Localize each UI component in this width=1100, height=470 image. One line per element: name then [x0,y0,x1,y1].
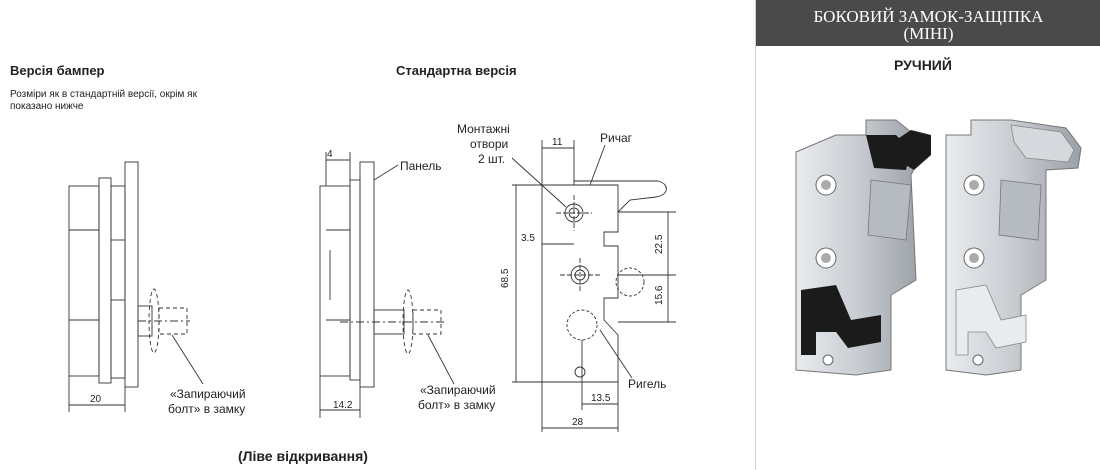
product-title-line1: БОКОВИЙ ЗАМОК-ЗАЩІПКА [813,7,1044,26]
bumper-note-line2: показано нижче [10,101,84,112]
dim-panel-offset: 4 [327,149,333,160]
dim-height: 68.5 [500,268,511,288]
standard-version-title: Стандартна версія [396,63,517,78]
drawings-svg: 20 14.2 4 11 3.5 68.5 22.5 15.6 13.5 28 … [68,122,676,432]
bolt-part-label: Ригель [628,377,666,391]
bumper-side-view [68,161,204,412]
product-panel: БОКОВИЙ ЗАМОК-ЗАЩІПКА (МІНІ) РУЧНИЙ [755,0,1100,470]
product-title-box: БОКОВИЙ ЗАМОК-ЗАЩІПКА (МІНІ) [756,0,1100,46]
mount-label-line2: отвори [470,137,508,151]
bumper-bolt-label-line2: болт» в замку [168,402,245,416]
product-subtitle: РУЧНИЙ [894,57,952,73]
bumper-bolt-label-line1: «Запираючий [170,387,246,401]
technical-drawing-panel: Версія бампер Розміри як в стандартній в… [10,63,676,464]
bumper-latch-image [795,119,931,376]
dim-lower-gap: 15.6 [654,285,665,305]
mount-label-line1: Монтажні [457,122,510,136]
bumper-version-title: Версія бампер [10,63,105,78]
product-photo [795,119,1082,376]
front-view [511,140,676,432]
standard-latch-image [945,119,1082,376]
dim-total-width: 28 [572,417,584,428]
panel-label: Панель [400,159,441,173]
standard-bolt-label-line1: «Запираючий [420,383,496,397]
lever-label: Ричаг [600,131,633,145]
standard-bolt-label-line2: болт» в замку [418,398,495,412]
dim-edge-offset: 3.5 [521,233,535,244]
dim-standard-depth: 14.2 [333,400,353,411]
standard-side-view [319,152,455,418]
dim-bolt-offset: 13.5 [591,393,611,404]
bumper-note-line1: Розміри як в стандартній версії, окрім я… [10,89,197,100]
dim-hole-offset: 11 [552,137,563,148]
opening-caption: (Ліве відкривання) [238,448,368,464]
dim-bumper-width: 20 [90,394,102,405]
mount-label-line3: 2 шт. [478,152,505,166]
dim-upper-gap: 22.5 [654,234,665,254]
product-title-line2: (МІНІ) [903,24,954,43]
